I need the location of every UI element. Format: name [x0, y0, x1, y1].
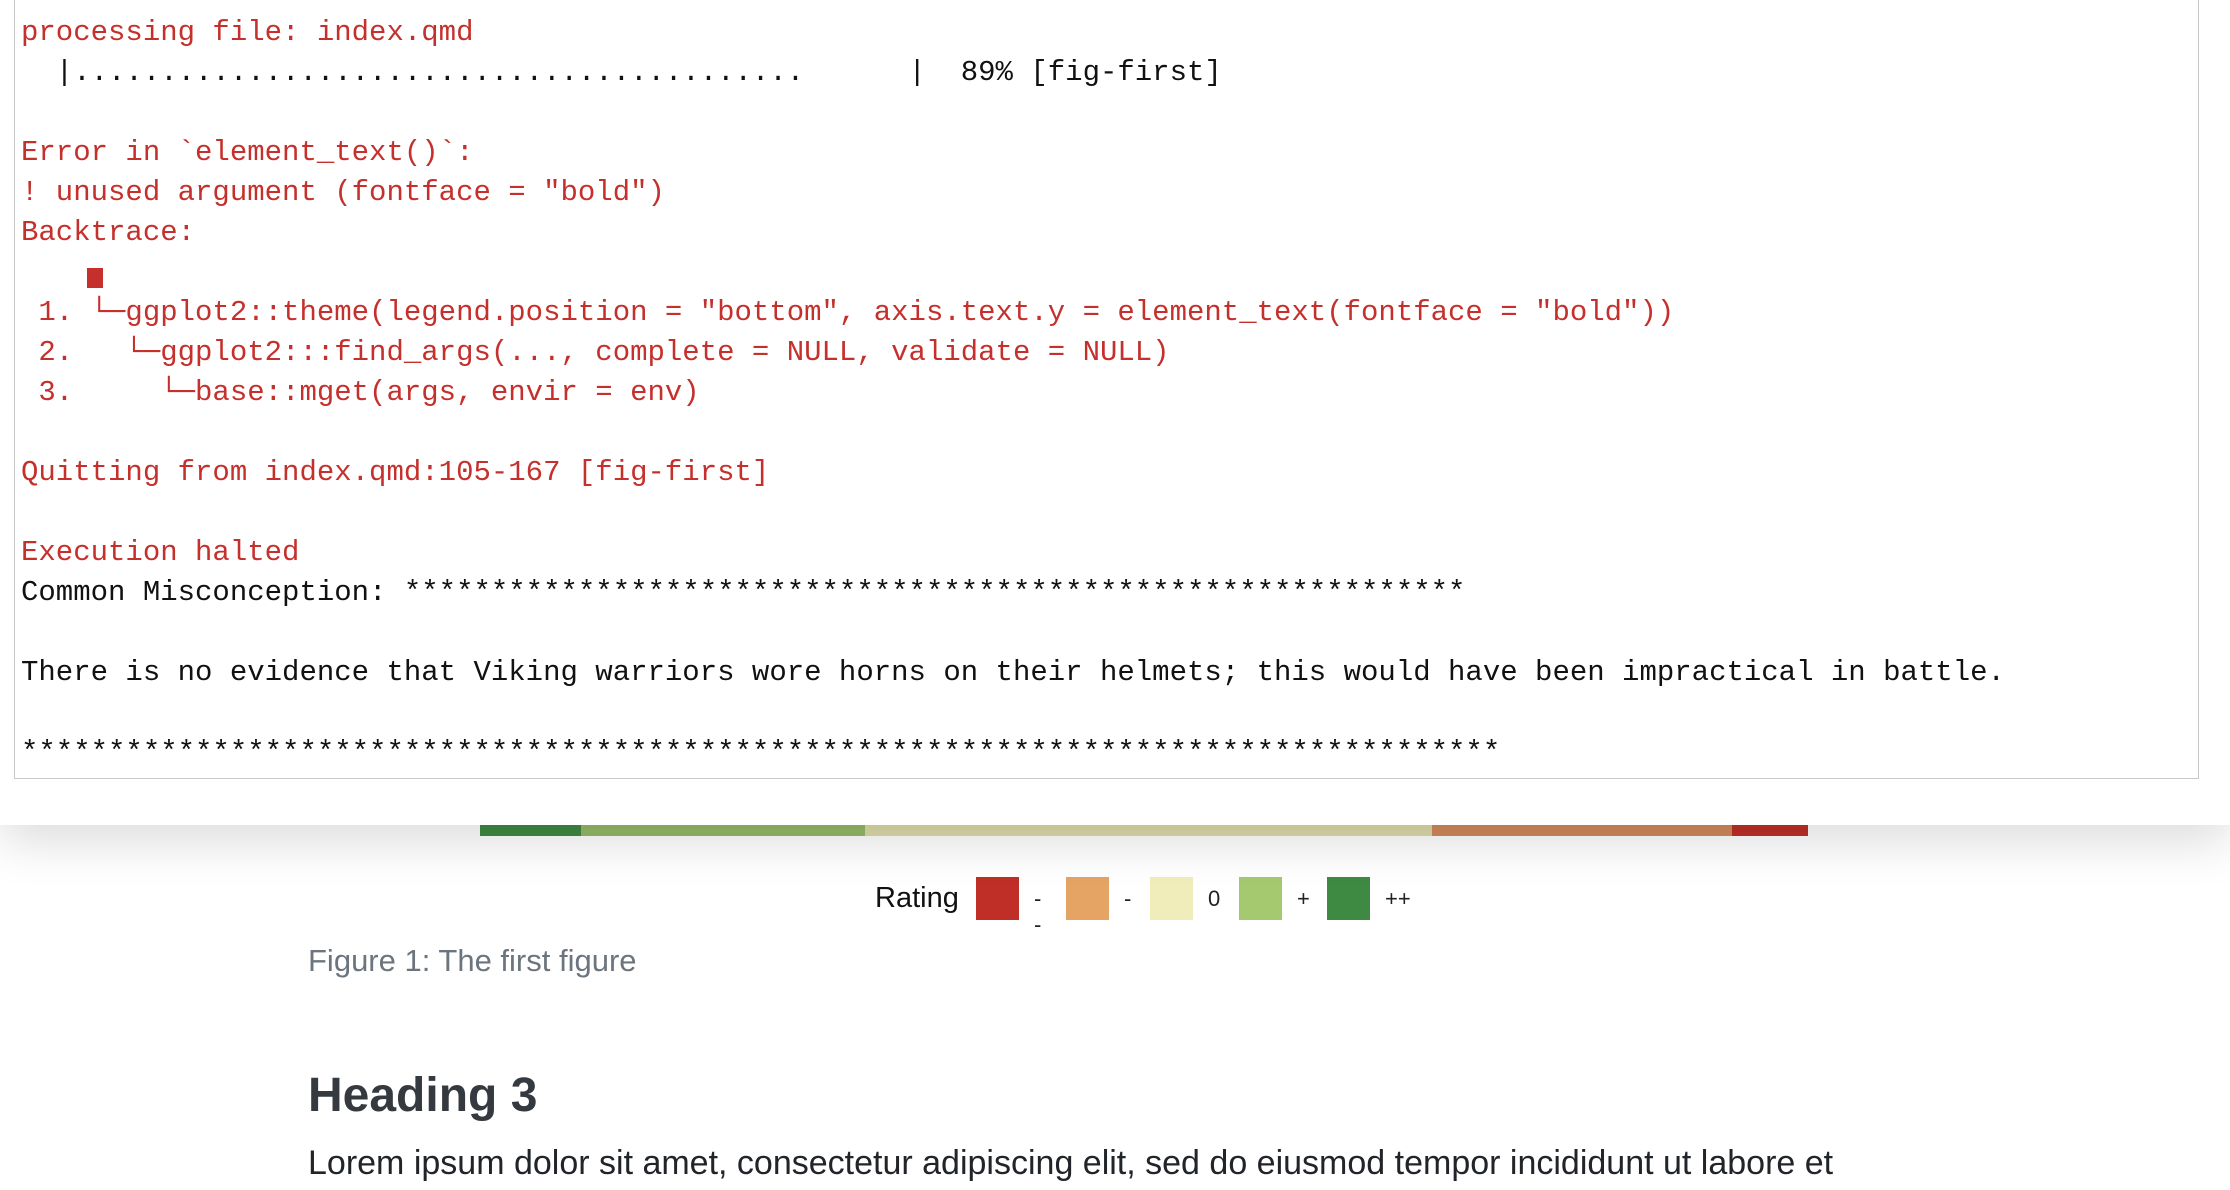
body-paragraph: Lorem ipsum dolor sit amet, consectetur …: [308, 1144, 1834, 1182]
legend-swatch-negative: [1066, 877, 1109, 920]
stacked-bar-segment-2: [581, 825, 865, 836]
stacked-bar-segment-4: [1432, 825, 1732, 836]
legend-title: Rating: [875, 882, 959, 914]
misconception-text: There is no evidence that Viking warrior…: [21, 656, 2005, 689]
processing-line: processing file: index.qmd: [21, 16, 474, 49]
section-heading: Heading 3: [308, 1069, 538, 1122]
legend-label-negative: -: [1124, 886, 1132, 911]
legend-swatch-very-negative: [976, 877, 1019, 920]
halted-line: Execution halted: [21, 536, 300, 569]
backtrace-line-1: 1. └─ggplot2::theme(legend.position = "b…: [21, 296, 1675, 329]
misconception-footer: ****************************************…: [21, 736, 1501, 769]
legend-swatch-very-positive: [1327, 877, 1370, 920]
legend-label-positive: +: [1297, 886, 1310, 911]
error-detail-line: ! unused argument (fontface = "bold"): [21, 176, 665, 209]
stacked-bar-segment-1: [480, 825, 581, 836]
error-console[interactable]: processing file: index.qmd |............…: [14, 0, 2199, 779]
misconception-header: Common Misconception: ******************…: [21, 576, 1466, 609]
stacked-bar-segment-3: [865, 825, 1432, 836]
progress-line: |.......................................…: [21, 56, 1222, 89]
legend-swatch-positive: [1239, 877, 1282, 920]
backtrace-line-2: 2. └─ggplot2:::find_args(..., complete =…: [21, 336, 1170, 369]
stacked-bar-segment-5: [1732, 825, 1808, 836]
legend-label-very-positive: ++: [1385, 886, 1411, 911]
error-header-line: Error in `element_text()`:: [21, 136, 474, 169]
figure-caption: Figure 1: The first figure: [308, 943, 637, 978]
legend-label-neutral: 0: [1208, 886, 1221, 911]
legend-label-very-negative: --: [1034, 886, 1042, 937]
backtrace-label: Backtrace:: [21, 216, 196, 249]
quitting-line: Quitting from index.qmd:105-167 [fig-fir…: [21, 456, 770, 489]
backtrace-marker-icon: [87, 268, 103, 288]
render-error-overlay: processing file: index.qmd |............…: [14, 0, 2199, 779]
legend-swatch-neutral: [1150, 877, 1193, 920]
backtrace-line-3: 3. └─base::mget(args, envir = env): [21, 376, 700, 409]
